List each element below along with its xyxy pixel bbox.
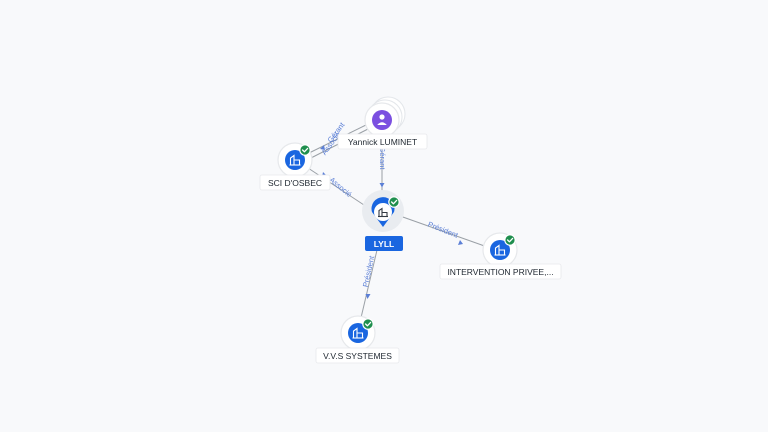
edge-arrow <box>379 183 385 188</box>
edge-label-president: Président <box>427 220 461 241</box>
edge-lyll-vvs[interactable]: Président <box>359 249 378 323</box>
node-label: LYLL <box>374 239 394 249</box>
building-icon <box>289 154 301 166</box>
building-icon <box>352 327 364 339</box>
node-sci-d-osbec[interactable]: SCI D'OSBEC <box>259 142 331 191</box>
check-badge-icon <box>299 144 311 156</box>
check-badge-icon <box>504 234 516 246</box>
node-yannick-luminet[interactable]: Yannick LUMINET <box>337 96 428 150</box>
edge-label-associe: Associé <box>328 175 354 199</box>
edge-lyll-intervention[interactable]: Président <box>399 215 494 250</box>
edge-label-gerant: Gérant <box>378 147 387 171</box>
node-label: INTERVENTION PRIVEE,... <box>447 267 553 277</box>
node-lyll-center[interactable]: LYLL <box>362 190 404 251</box>
user-icon <box>377 114 387 125</box>
edge-arrow <box>320 145 325 150</box>
node-label: Yannick LUMINET <box>348 137 417 147</box>
node-intervention-privee[interactable]: INTERVENTION PRIVEE,... <box>439 232 562 280</box>
edge-arrow <box>458 240 463 245</box>
building-icon <box>378 207 388 218</box>
node-label: V.V.S SYSTEMES <box>323 351 392 361</box>
node-vvs-systemes[interactable]: V.V.S SYSTEMES <box>315 315 400 364</box>
edge-label-president: Président <box>361 254 377 288</box>
check-badge-icon <box>362 318 374 330</box>
edge-arrow <box>365 294 371 299</box>
building-icon <box>494 244 506 256</box>
node-label: SCI D'OSBEC <box>268 178 322 188</box>
check-badge-icon <box>388 196 400 208</box>
